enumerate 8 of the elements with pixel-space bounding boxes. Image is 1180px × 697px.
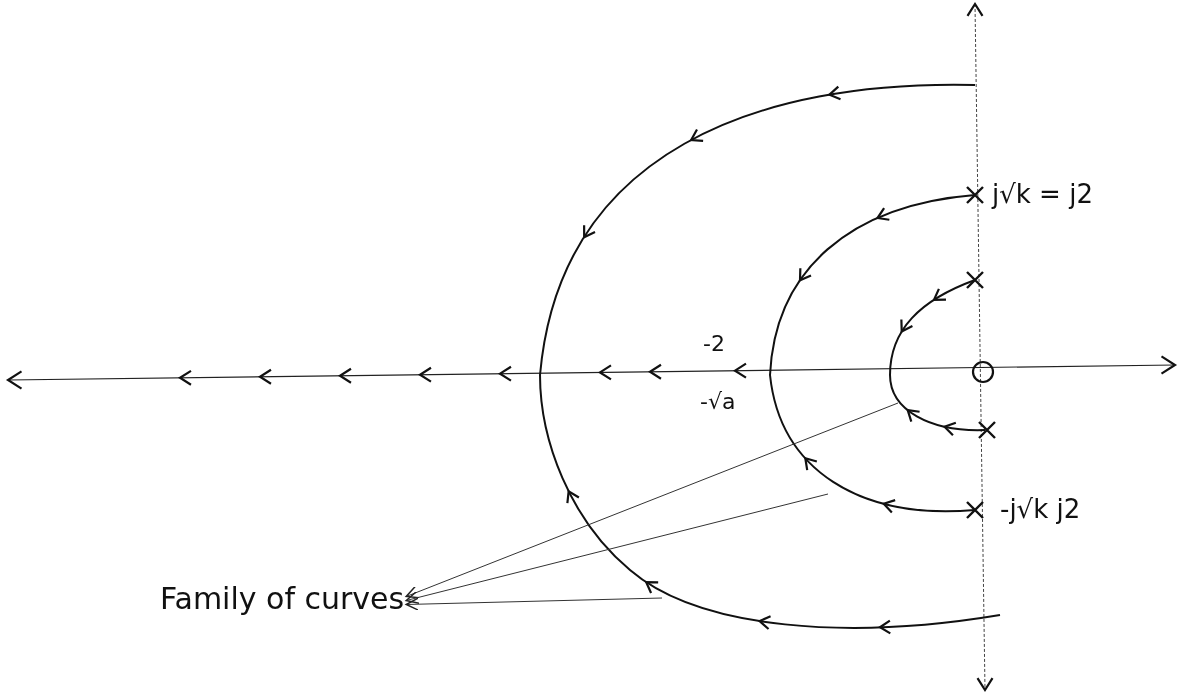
axis-value-label: j√k = j2 xyxy=(992,180,1093,209)
leader-line xyxy=(405,597,663,611)
callout-text: Family of curves xyxy=(160,582,405,615)
leader-line xyxy=(405,493,829,605)
leader-line xyxy=(405,402,899,599)
axis-value-label: -2 xyxy=(703,332,725,357)
axis-value-label: -√a xyxy=(700,390,736,415)
axis-value-label: -j√k j2 xyxy=(1000,495,1081,524)
